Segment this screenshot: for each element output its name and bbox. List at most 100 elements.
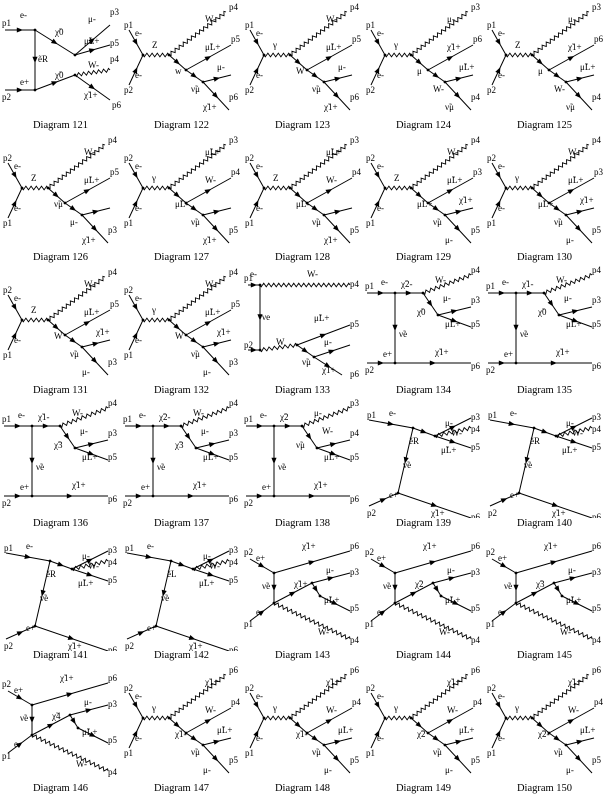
external-label: p4: [471, 92, 481, 102]
vertex-dot: [312, 355, 316, 359]
external-label: p2: [3, 285, 12, 295]
arrow-mark: [11, 332, 17, 340]
particle-label: χ̃1+: [579, 195, 594, 205]
external-label: p6: [229, 494, 239, 504]
boson-line: [410, 10, 469, 57]
vertex-dot: [393, 601, 397, 605]
external-label: p6: [350, 541, 360, 551]
arrow-mark: [86, 571, 94, 577]
s-channel-boson: [21, 185, 49, 191]
arrow-mark: [190, 72, 198, 78]
arrow-mark: [576, 76, 584, 82]
external-label: p2: [487, 683, 496, 693]
external-label: p4: [231, 697, 241, 707]
external-label: p5: [229, 755, 239, 765]
external-label: p6: [471, 361, 481, 371]
particle-label: ν̃μ: [445, 102, 454, 112]
external-label: p3: [229, 428, 239, 438]
arrow-mark: [85, 558, 93, 564]
external-label: p6: [229, 665, 239, 675]
arrow-mark: [52, 191, 59, 198]
arrow-mark: [83, 321, 91, 327]
external-label: p2: [125, 641, 134, 651]
vertex-dot: [179, 424, 183, 428]
vertex-dot: [63, 333, 67, 337]
vertex-dot: [383, 186, 387, 190]
particle-label: μ̃L+: [324, 595, 339, 605]
propagator-label: Z: [394, 173, 400, 183]
boson-line: [259, 282, 351, 288]
arrow-mark: [83, 188, 91, 194]
arrow-mark: [319, 334, 327, 339]
arrow-mark: [253, 730, 259, 738]
vertex-dot: [305, 68, 309, 72]
particle-label: e-: [498, 70, 505, 80]
particle-label: μ-: [566, 235, 574, 245]
particle-label: e-: [377, 691, 384, 701]
particle-label: e-: [256, 28, 263, 38]
arrow-mark: [574, 91, 582, 99]
external-label: p3: [592, 2, 602, 12]
propagator-label: ẽR: [530, 436, 540, 446]
particle-label: e-: [498, 733, 505, 743]
propagator-label: μ: [417, 66, 422, 76]
particle-label: χ̃1+: [321, 365, 336, 375]
arrow-mark: [92, 209, 100, 215]
arrow-mark: [46, 723, 54, 730]
boson-line: [273, 601, 351, 640]
arrow-mark: [88, 48, 96, 54]
external-label: p5: [592, 755, 602, 765]
arrow-mark: [553, 735, 561, 742]
arrow-mark: [257, 314, 263, 322]
arrow-mark: [213, 740, 221, 746]
vertex-dot: [258, 283, 262, 287]
diagram-caption: Diagram 135: [516, 384, 573, 396]
propagator-label: W: [54, 331, 63, 341]
propagator-label: Z: [152, 40, 158, 50]
vertex-dot: [393, 571, 397, 575]
particle-label: e-: [139, 410, 146, 420]
arrow-mark: [495, 701, 501, 709]
particle-label: μ̃L+: [324, 452, 339, 462]
arrow-mark: [446, 188, 454, 194]
vertex-dot: [322, 213, 326, 217]
arrow-mark: [57, 561, 65, 566]
particle-label: e+: [14, 685, 23, 695]
arrow-mark: [433, 585, 439, 592]
vertex-dot: [141, 53, 145, 57]
external-label: p1: [124, 20, 133, 30]
particle-label: e-: [135, 335, 142, 345]
boson-line: [71, 558, 109, 571]
external-label: p1: [487, 218, 496, 228]
particle-label: e-: [381, 277, 388, 287]
particle-label: μ̃L+: [441, 445, 456, 455]
particle-label: e-: [498, 607, 505, 617]
particle-label: μ-: [82, 367, 90, 377]
particle-label: e-: [377, 203, 384, 213]
vertex-dot: [58, 424, 62, 428]
diagram-caption: Diagram 136: [32, 517, 89, 529]
particle-label: W-: [433, 84, 444, 94]
arrow-mark: [204, 321, 212, 327]
vertex-dot: [68, 713, 72, 717]
external-label: p6: [112, 100, 121, 110]
external-label: p1: [2, 751, 11, 761]
particle-label: W-: [439, 627, 450, 637]
external-label: p3: [108, 357, 118, 367]
vertex-dot: [431, 581, 435, 585]
vertex-dot: [201, 743, 205, 747]
particle-label: μ-: [84, 697, 92, 707]
particle-label: χ̃1+: [67, 641, 82, 651]
particle-label: μ̃L+: [459, 62, 474, 72]
particle-label: e-: [256, 161, 263, 171]
particle-label: e-: [389, 408, 396, 418]
external-label: p2: [4, 641, 13, 651]
particle-label: χ̃1+: [567, 677, 582, 687]
arrow-mark: [567, 55, 575, 62]
